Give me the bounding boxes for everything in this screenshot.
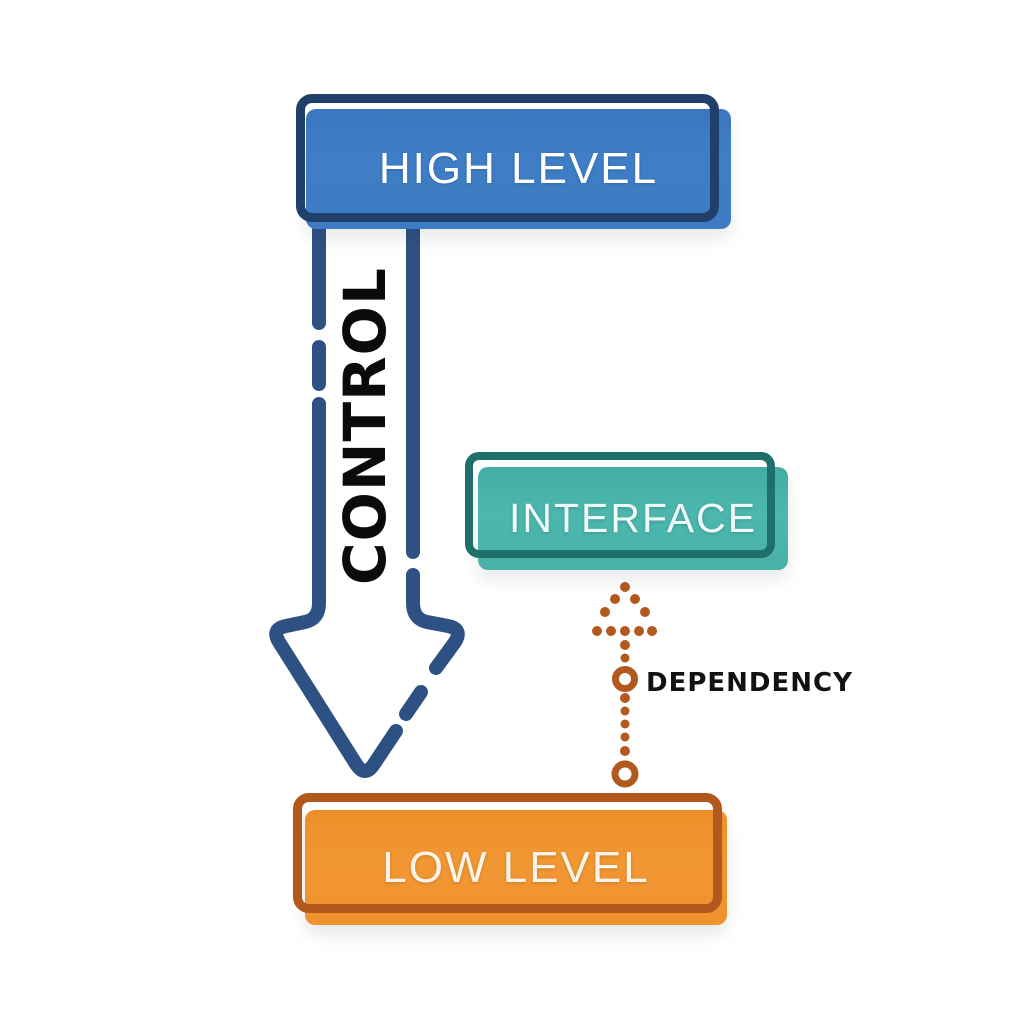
dependency-arrowhead-dot (606, 626, 616, 636)
dependency-arrow-label: DEPENDENCY (646, 668, 853, 698)
dependency-shaft-dot (620, 719, 630, 729)
control-arrow (269, 203, 465, 778)
low-level-label: LOW LEVEL (382, 842, 650, 892)
dependency-shaft-dot (620, 640, 630, 650)
dependency-arrowhead-dot (610, 594, 620, 604)
dependency-shaft-dot (620, 706, 630, 716)
control-arrow-label: CONTROL (331, 267, 399, 585)
control-arrow-right-dash-diagonal (399, 685, 428, 721)
dependency-shaft-dot (620, 732, 630, 742)
dependency-shaft-dot (620, 653, 630, 663)
control-arrow-right-side (406, 568, 465, 675)
dependency-shaft-dot (620, 693, 630, 703)
dependency-arrowhead-dot (630, 594, 640, 604)
dependency-arrow (592, 582, 657, 788)
dependency-arrowhead-dot (620, 582, 630, 592)
control-arrow-left-side (269, 397, 403, 778)
dependency-arrowhead-dot (592, 626, 602, 636)
interface-box: INTERFACE (478, 467, 788, 570)
high-level-label: HIGH LEVEL (378, 144, 659, 193)
dependency-ring-node (611, 760, 639, 788)
low-level-box: LOW LEVEL (305, 810, 727, 925)
dependency-arrowhead-dot (620, 626, 630, 636)
dependency-arrowhead-dot (600, 607, 610, 617)
dependency-ring-node (612, 666, 638, 692)
dependency-arrowhead-dot (647, 626, 657, 636)
dependency-shaft-dot (620, 746, 630, 756)
dependency-arrowhead-dot (640, 607, 650, 617)
high-level-box: HIGH LEVEL (306, 109, 731, 229)
interface-label: INTERFACE (508, 495, 758, 541)
dependency-arrowhead-dot (634, 626, 644, 636)
